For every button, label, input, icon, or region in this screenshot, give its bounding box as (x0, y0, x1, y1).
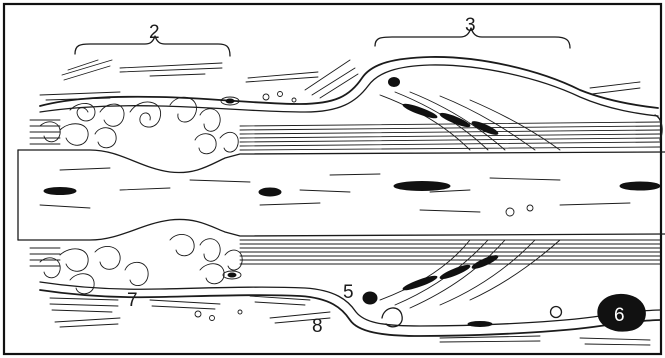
label-5: 5 (343, 282, 354, 303)
top-myelin-lamellae (30, 120, 660, 150)
axon-bottom-edge (18, 219, 665, 240)
paranodal-loops-bottom (40, 234, 242, 293)
sheath-nucleus-bottom (468, 322, 492, 327)
label-3: 3 (465, 15, 476, 36)
top-connective-fibers (40, 60, 640, 102)
sheath-cell-nucleus (389, 78, 400, 87)
label-2: 2 (149, 22, 160, 43)
top-sheath-outer (40, 57, 658, 108)
incisures-top (380, 92, 560, 150)
axon-top-edge (18, 150, 665, 173)
label-6: 6 (614, 305, 625, 326)
figure-frame (4, 4, 661, 354)
small-vessel (551, 307, 562, 318)
bottom-myelin-lamellae (30, 240, 660, 266)
axoplasm-details (40, 168, 660, 216)
label-8: 8 (312, 316, 323, 337)
capillary-top-nucleus (226, 99, 234, 103)
incisures-bottom (380, 240, 560, 308)
label-7: 7 (127, 290, 138, 311)
capillary-bottom-nucleus (228, 273, 236, 277)
schwann-cell-nucleus (363, 292, 377, 304)
